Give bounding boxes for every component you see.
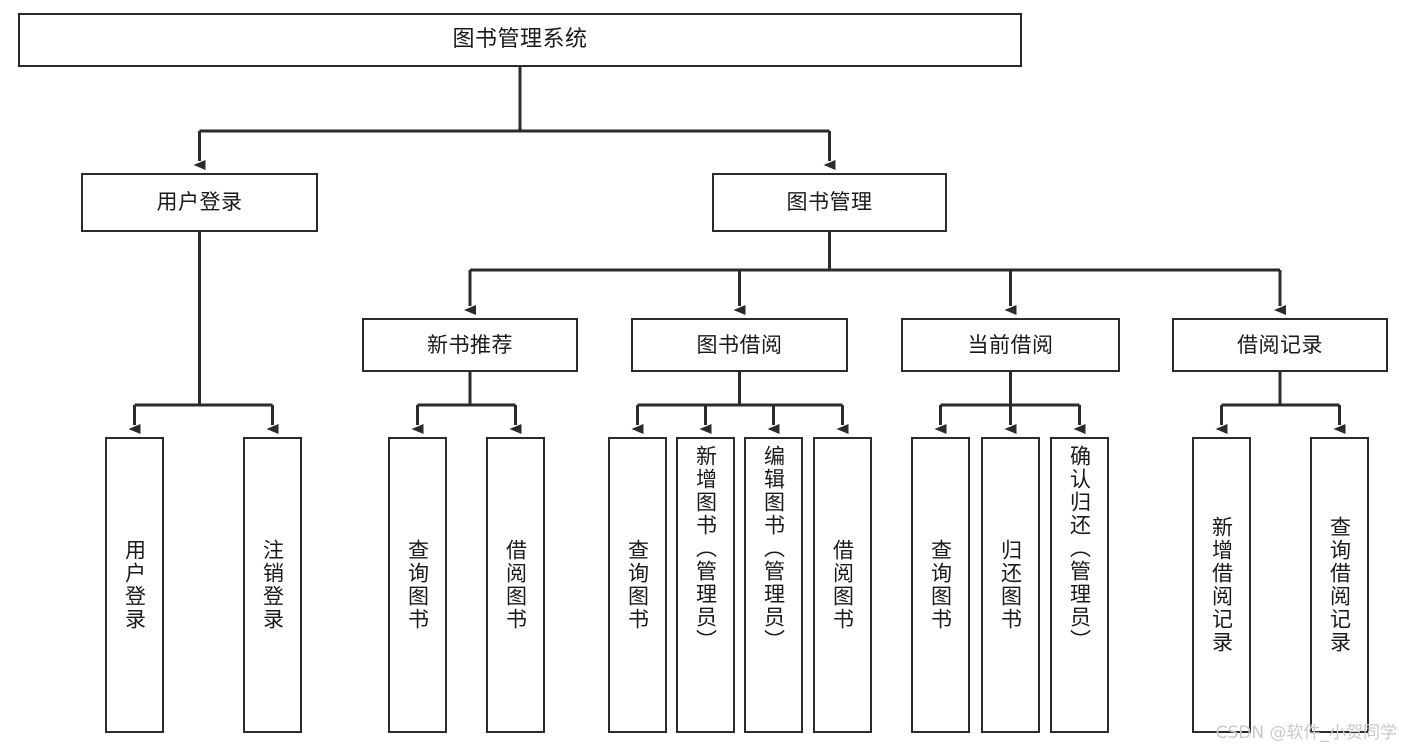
node-label: 查询图书: [928, 539, 953, 631]
node-user_login[interactable]: 用户登录: [81, 173, 318, 232]
node-label: 用户登录: [122, 539, 147, 631]
node-label: 新书推荐: [427, 332, 513, 357]
node-label: 查询图书: [625, 539, 650, 631]
node-label: 确认归还（管理员）: [1067, 445, 1092, 652]
watermark-text: CSDN @软件_小贺同学: [1215, 723, 1397, 743]
node-label: 新增借阅记录: [1209, 516, 1234, 654]
node-leaf_bb_query[interactable]: 查询图书: [608, 437, 667, 733]
node-label: 图书借阅: [696, 332, 783, 357]
node-label: 查询借阅记录: [1327, 516, 1352, 654]
node-label: 借阅记录: [1237, 332, 1323, 357]
node-leaf_br_query[interactable]: 查询借阅记录: [1310, 437, 1369, 733]
node-leaf_cb_query[interactable]: 查询图书: [911, 437, 970, 733]
node-label: 新增图书（管理员）: [693, 445, 718, 652]
node-leaf_br_add[interactable]: 新增借阅记录: [1192, 437, 1251, 733]
node-label: 编辑图书（管理员）: [761, 445, 786, 652]
node-label: 当前借阅: [967, 332, 1054, 357]
node-leaf_cb_confirm[interactable]: 确认归还（管理员）: [1050, 437, 1109, 733]
node-label: 归还图书: [998, 539, 1023, 631]
node-label: 借阅图书: [503, 539, 528, 631]
node-leaf_nb_query[interactable]: 查询图书: [388, 437, 447, 733]
node-leaf_cb_return[interactable]: 归还图书: [981, 437, 1040, 733]
node-current_borrow[interactable]: 当前借阅: [901, 318, 1120, 372]
node-leaf_bb_borrow[interactable]: 借阅图书: [813, 437, 872, 733]
node-leaf_logout[interactable]: 注销登录: [243, 437, 302, 733]
node-label: 注销登录: [260, 539, 285, 631]
node-leaf_bb_add[interactable]: 新增图书（管理员）: [676, 437, 735, 733]
node-label: 图书管理: [786, 190, 873, 215]
node-book_manage[interactable]: 图书管理: [712, 173, 947, 232]
node-leaf_bb_edit[interactable]: 编辑图书（管理员）: [744, 437, 803, 733]
node-new_books[interactable]: 新书推荐: [362, 318, 578, 372]
node-borrow_books[interactable]: 图书借阅: [631, 318, 848, 372]
node-root[interactable]: 图书管理系统: [18, 13, 1022, 67]
node-borrow_record[interactable]: 借阅记录: [1172, 318, 1388, 372]
node-leaf_login[interactable]: 用户登录: [105, 437, 164, 733]
node-leaf_nb_borrow[interactable]: 借阅图书: [486, 437, 545, 733]
node-label: 查询图书: [405, 539, 430, 631]
node-label: 图书管理系统: [452, 26, 588, 52]
node-label: 借阅图书: [830, 539, 855, 631]
node-label: 用户登录: [156, 190, 243, 215]
